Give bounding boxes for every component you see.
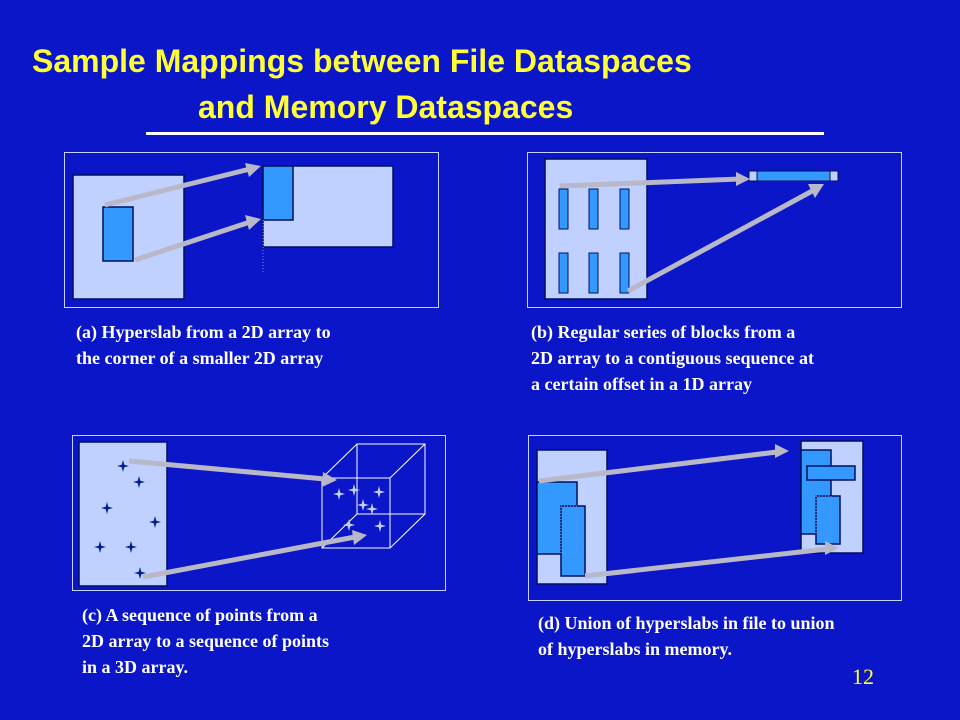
file-block	[619, 188, 630, 230]
mapping-arrow-top	[104, 166, 251, 208]
file-hyperslab-overlap	[560, 505, 578, 555]
title-underline	[146, 132, 824, 135]
mapping-arrow-bottom	[626, 187, 816, 294]
caption-c-line-1: (c) A sequence of points from a	[82, 605, 318, 625]
arrowhead-bottom	[352, 530, 367, 545]
file-block	[588, 252, 599, 294]
file-hyperslab	[560, 505, 586, 577]
caption-d-line-1: (d) Union of hyperslabs in file to union	[538, 613, 835, 633]
arrowhead-top	[322, 472, 337, 487]
panel-d-svg	[536, 440, 864, 585]
memory-point	[343, 519, 355, 531]
mapping-arrow-bottom	[584, 546, 828, 579]
title-line-1: Sample Mappings between File Dataspaces	[32, 43, 692, 79]
memory-hyperslab	[806, 465, 856, 481]
file-hyperslab	[102, 206, 134, 262]
caption-b-line-3: a certain offset in a 1D array	[531, 374, 752, 394]
arrowhead-top	[775, 444, 789, 458]
caption-b-line-2: 2D array to a contiguous sequence at	[531, 348, 814, 368]
caption-c: (c) A sequence of points from a 2D array…	[82, 602, 329, 680]
arrowhead-top	[245, 163, 261, 177]
file-block	[558, 188, 569, 230]
memory-point	[374, 520, 386, 532]
memory-hyperslab	[262, 165, 294, 221]
file-block	[558, 252, 569, 294]
mapping-arrow-top	[128, 458, 326, 482]
title-line-2: and Memory Dataspaces	[198, 89, 574, 125]
file-2d-array	[72, 174, 185, 300]
caption-b-line-1: (b) Regular series of blocks from a	[531, 322, 796, 342]
memory-hyperslab	[815, 495, 841, 545]
panel-b-blocks-diagram	[527, 152, 902, 308]
file-block	[619, 252, 630, 294]
caption-a-line-2: the corner of a smaller 2D array	[76, 348, 324, 368]
panel-c-points-diagram	[72, 435, 446, 591]
mapping-arrow-bottom	[142, 534, 356, 580]
panel-d-union-diagram	[528, 435, 902, 601]
caption-c-line-3: in a 3D array.	[82, 657, 188, 677]
memory-point	[333, 488, 345, 500]
memory-point	[348, 484, 360, 496]
arrowhead-bottom	[808, 184, 824, 198]
caption-d: (d) Union of hyperslabs in file to union…	[538, 610, 835, 662]
file-2d-array	[78, 441, 168, 587]
memory-point	[373, 486, 385, 498]
panel-a-hyperslab-diagram	[64, 152, 439, 308]
caption-c-line-2: 2D array to a sequence of points	[82, 631, 329, 651]
arrowhead-bottom	[825, 541, 839, 555]
mapping-arrow-top	[538, 449, 778, 484]
arrowhead-bottom	[245, 215, 261, 230]
page-number: 12	[852, 664, 874, 689]
memory-hyperslab-overlap	[815, 495, 832, 535]
caption-b: (b) Regular series of blocks from a 2D a…	[531, 319, 814, 397]
panel-a-svg	[72, 163, 394, 300]
caption-d-line-2: of hyperslabs in memory.	[538, 639, 733, 659]
arrowhead-top	[736, 172, 750, 186]
caption-a: (a) Hyperslab from a 2D array to the cor…	[76, 319, 331, 371]
memory-contiguous-sequence	[756, 170, 831, 182]
file-block	[588, 188, 599, 230]
panel-b-svg	[544, 158, 839, 300]
mapping-arrow-bottom	[134, 219, 251, 263]
mapping-arrow-top	[559, 176, 741, 189]
caption-a-line-1: (a) Hyperslab from a 2D array to	[76, 322, 331, 342]
panel-c-svg	[78, 441, 426, 587]
memory-3d-array	[321, 443, 426, 549]
